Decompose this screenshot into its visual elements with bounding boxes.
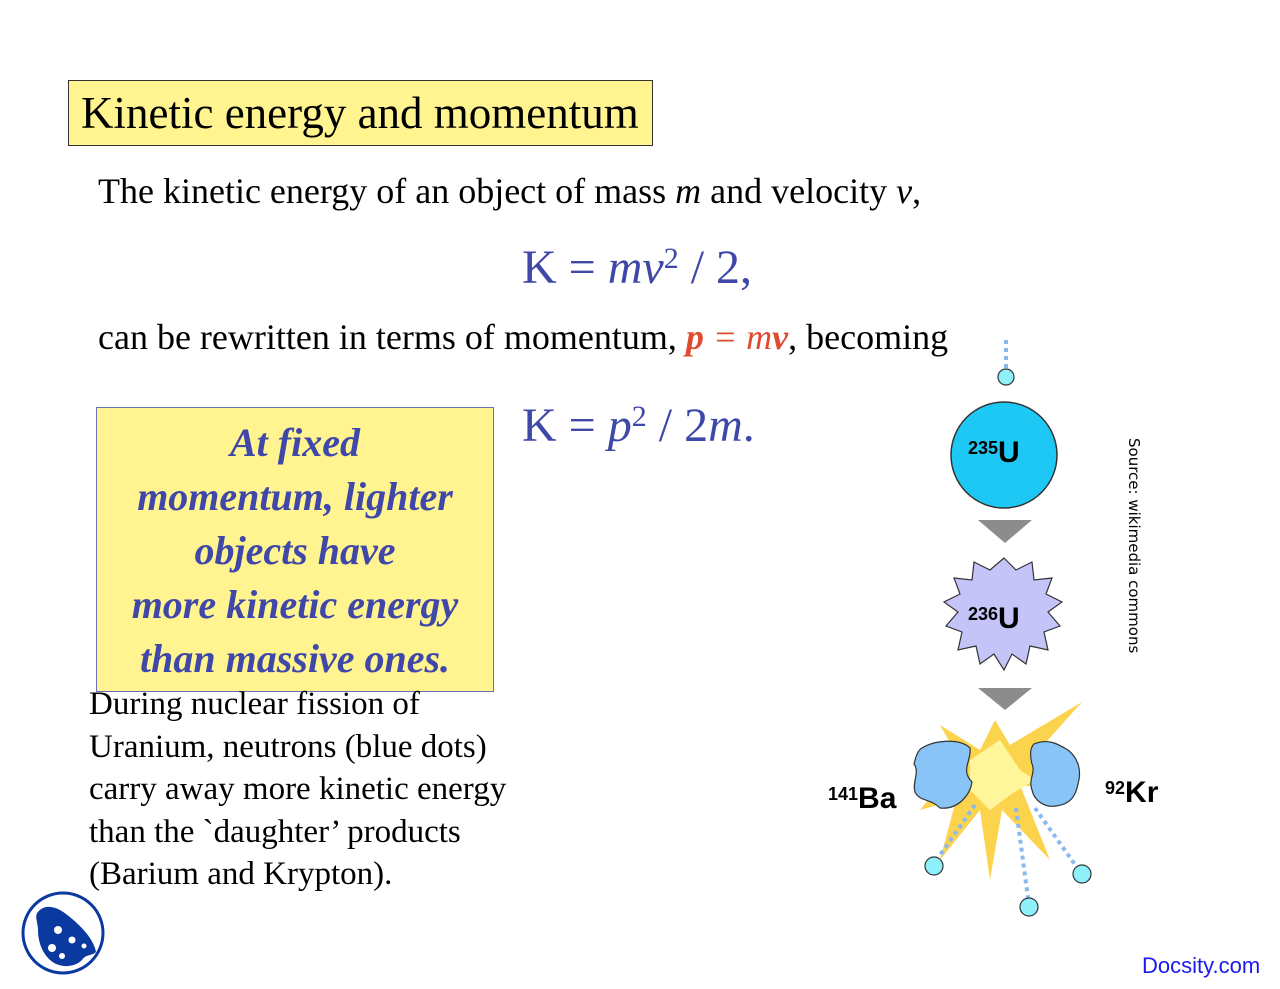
- uranium-235-nucleus-icon: [950, 401, 1058, 509]
- u235-label: 235U: [968, 436, 1020, 469]
- neutron-icon: [1072, 864, 1092, 884]
- image-source-credit: Source: wikimedia commons: [1125, 438, 1143, 654]
- fission-line: carry away more kinetic energy: [89, 771, 507, 807]
- neutron-icon: [997, 368, 1015, 386]
- callout-line: momentum, lighter: [137, 474, 453, 519]
- callout-line: than massive ones.: [139, 636, 451, 681]
- neutron-icon: [924, 856, 944, 876]
- callout-line: At fixed: [230, 420, 360, 465]
- callout-line: objects have: [194, 528, 396, 573]
- uranium-236-nucleus-icon: [942, 557, 1064, 672]
- barium-label: 141Ba: [828, 782, 897, 815]
- fission-line: Uranium, neutrons (blue dots): [89, 728, 487, 765]
- slide-title: Kinetic energy and momentum: [68, 80, 653, 146]
- callout-box: At fixed momentum, lighter objects have …: [96, 407, 494, 692]
- neutron-icon: [1019, 897, 1039, 917]
- krypton-fragment-icon: [1030, 740, 1081, 807]
- arrow-down-icon: [978, 688, 1032, 710]
- intro-text: The kinetic energy of an object of mass …: [98, 171, 922, 211]
- neutron-trail: [1014, 807, 1030, 899]
- u236-label: 236U: [968, 602, 1020, 635]
- neutron-trail: [1033, 806, 1078, 868]
- momentum-text: can be rewritten in terms of momentum, p…: [98, 317, 949, 357]
- docsity-link[interactable]: Docsity.com: [1142, 953, 1261, 978]
- callout-line: more kinetic energy: [131, 582, 459, 627]
- fission-line: than the `daughter’ products: [89, 813, 461, 850]
- arrow-down-icon: [978, 520, 1032, 543]
- fission-line: During nuclear fission of: [89, 686, 420, 722]
- momentum-energy-equation: K = p2 / 2m.: [522, 399, 755, 452]
- krypton-label: 92Kr: [1105, 776, 1159, 809]
- fission-diagram: [913, 340, 1092, 917]
- barium-fragment-icon: [913, 740, 973, 809]
- fission-line: (Barium and Krypton).: [89, 856, 393, 892]
- neutron-trail: [936, 803, 977, 860]
- fission-description: During nuclear fission of Uranium, neutr…: [89, 683, 506, 896]
- flash-core-icon: [970, 740, 1035, 810]
- kinetic-energy-equation: K = mv2 / 2,: [522, 241, 753, 294]
- docsity-logo-icon[interactable]: [20, 890, 106, 976]
